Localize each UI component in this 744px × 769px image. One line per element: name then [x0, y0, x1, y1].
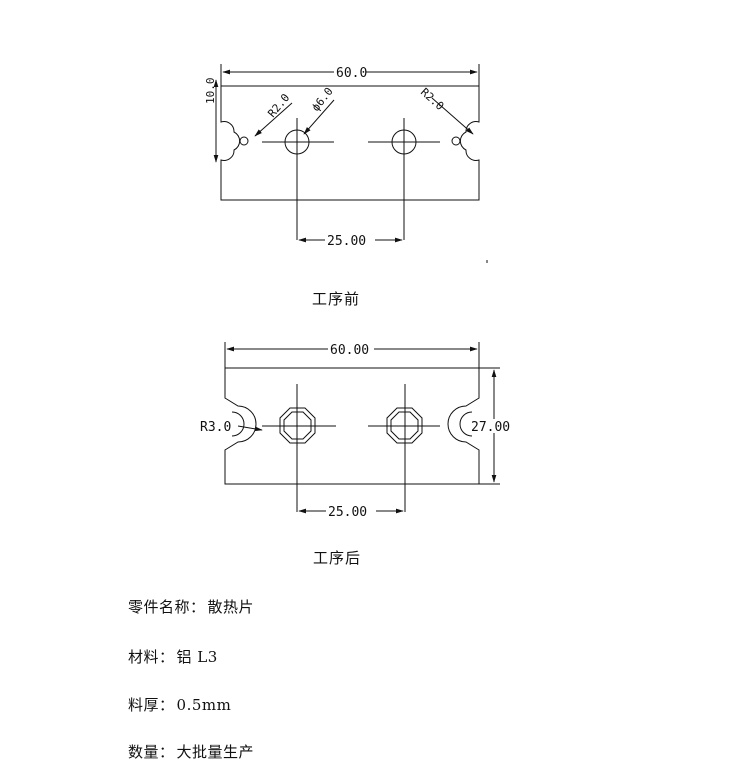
drawing-after: [224, 342, 500, 514]
caption-after: 工序后: [313, 549, 362, 567]
spec-separator: ：: [159, 696, 175, 714]
spec-label: 料厚: [128, 696, 160, 714]
spec-part-name: 零件名称：散热片: [128, 596, 254, 617]
notch-radius-after: R3.0: [200, 420, 231, 435]
dims-after: 60.00 27.00 R3.0 25.00: [198, 342, 516, 520]
spec-separator: ：: [159, 743, 175, 761]
spec-separator: ：: [190, 598, 206, 616]
notch-round-left: [239, 136, 249, 146]
spec-value: 铝 L3: [176, 648, 218, 666]
notch-round-right: [451, 136, 461, 146]
spec-value: 散热片: [207, 598, 255, 616]
hole-diameter-before: ϕ6.0: [309, 85, 336, 114]
plate-outline-before: [220, 85, 480, 201]
hole-left-after: [279, 407, 316, 444]
spec-material: 材料：铝 L3: [128, 646, 218, 667]
spec-thickness: 料厚：0.5mm: [128, 694, 231, 715]
notch-radius-left-before: R2.0: [265, 91, 292, 120]
notch-offset-before: 10.0: [204, 78, 217, 105]
spec-quantity: 数量：大批量生产: [128, 741, 254, 762]
dims-before: 60.0 10.0 R2.0 ϕ6.0 R2.0 25.00: [204, 65, 446, 249]
height-after: 27.00: [471, 420, 510, 435]
hole-right-after: [386, 407, 423, 444]
spec-separator: ：: [159, 648, 175, 666]
hole-spacing-before: 25.00: [327, 234, 366, 249]
caption-before: 工序前: [312, 290, 361, 308]
overall-width-before: 60.0: [336, 66, 367, 81]
spec-label: 材料: [128, 648, 160, 666]
overall-width-after: 60.00: [330, 343, 369, 358]
spec-label: 数量: [128, 743, 160, 761]
spec-value: 0.5mm: [176, 696, 232, 714]
hole-spacing-after: 25.00: [328, 505, 367, 520]
spec-value: 大批量生产: [176, 743, 255, 761]
spec-label: 零件名称: [128, 598, 191, 616]
notch-radius-right-before: R2.0: [418, 86, 446, 113]
